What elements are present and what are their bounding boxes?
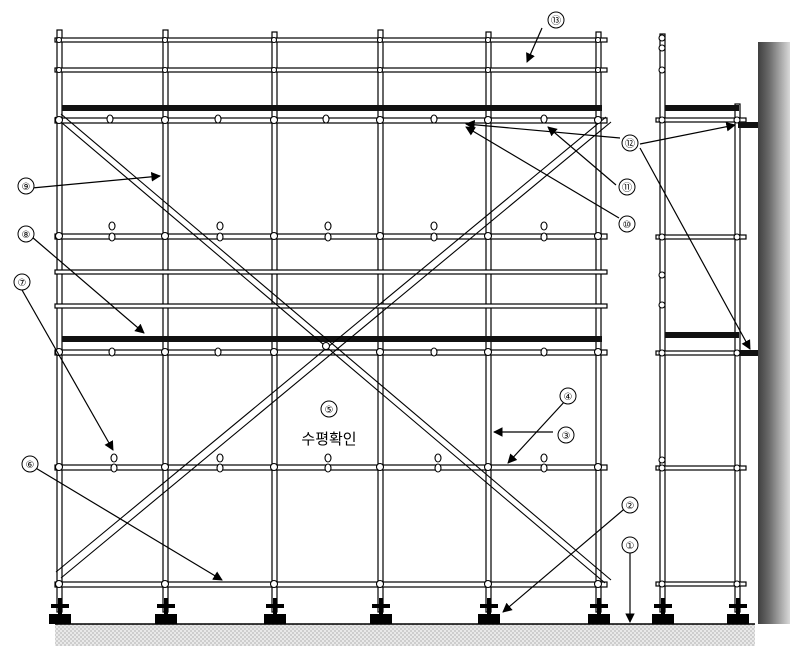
callout-7: ⑦ [18, 278, 27, 289]
building-wall [758, 42, 790, 624]
callout-3: ③ [562, 431, 571, 442]
side-platforms [665, 105, 758, 356]
callout-6: ⑥ [26, 460, 35, 471]
standards-front [56, 29, 602, 613]
callout-10: ⑩ [623, 220, 632, 231]
leader-lines [21, 27, 751, 623]
couplers [54, 36, 603, 589]
transom-ends [106, 114, 548, 473]
callout-4: ④ [564, 392, 573, 403]
side-base-jacks [652, 598, 749, 624]
callout-5: ⑤ [325, 405, 334, 416]
callout-12: ⑫ [625, 138, 635, 150]
base-jacks [49, 598, 610, 624]
callout-8: ⑧ [22, 230, 31, 241]
callout-1: ① [626, 541, 635, 552]
side-couplers [658, 34, 741, 588]
callout-13: ⑬ [551, 15, 561, 27]
level-check-label: 수평확인 [301, 430, 356, 448]
side-ledgers [655, 117, 747, 587]
ground [55, 624, 755, 646]
callout-circles [13, 11, 639, 554]
diagonal-braces [54, 113, 612, 584]
callout-11: ⑪ [622, 182, 632, 194]
platform-ledgers [62, 105, 602, 342]
callout-9: ⑨ [22, 182, 31, 193]
callout-2: ② [626, 501, 635, 512]
